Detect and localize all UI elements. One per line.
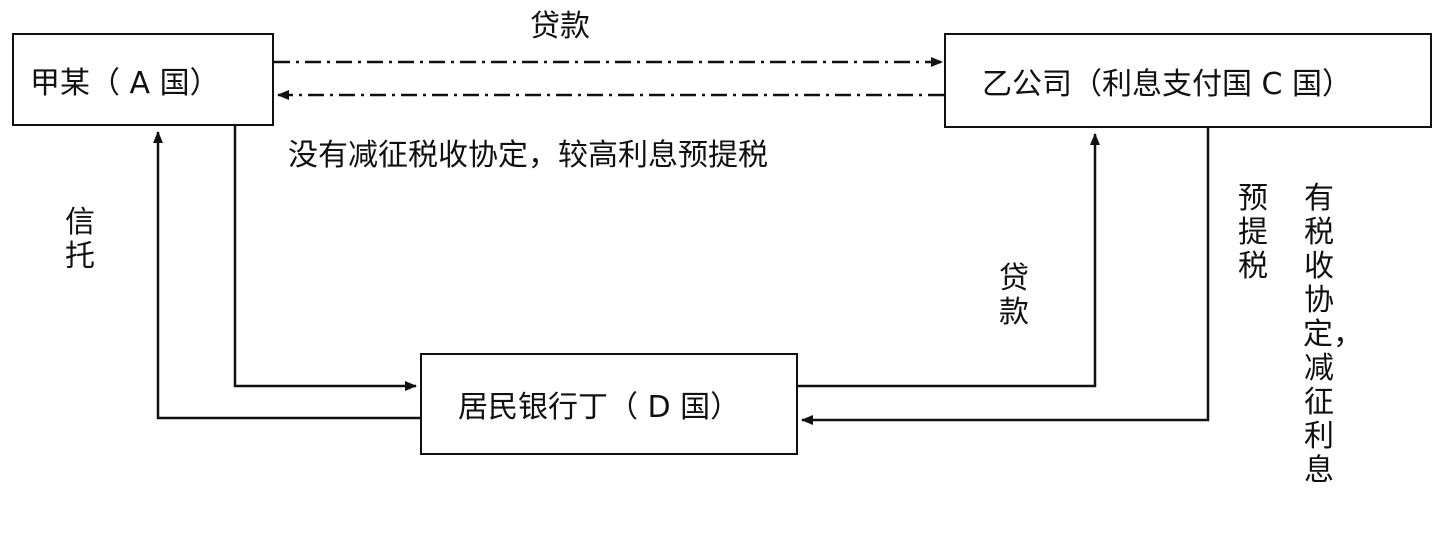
label-treaty-reduce: 有税收协定，减征利息 [1303, 181, 1363, 488]
label-no-treaty: 没有减征税收协定，较高利息预提税 [288, 138, 768, 173]
node-c-company: 乙公司（利息支付国 C 国） [944, 33, 1432, 128]
node-a-label: 甲某（ A 国） [30, 65, 220, 101]
label-top-loan: 贷款 [530, 9, 590, 44]
arrow-d-to-c-loan [798, 133, 1100, 388]
label-right-loan: 贷款 [999, 261, 1029, 330]
node-d-bank: 居民银行丁（ D 国） [420, 353, 798, 455]
node-c-label: 乙公司（利息支付国 C 国） [982, 66, 1353, 102]
label-trust: 信托 [65, 205, 95, 274]
label-withholding: 预提税 [1238, 181, 1268, 284]
node-d-label: 居民银行丁（ D 国） [458, 390, 741, 425]
node-a-individual: 甲某（ A 国） [12, 33, 274, 126]
arrow-a-to-d-trust [233, 126, 417, 391]
arrow-c-to-d-interest [801, 128, 1210, 425]
arrow-d-to-a-return [153, 131, 420, 420]
